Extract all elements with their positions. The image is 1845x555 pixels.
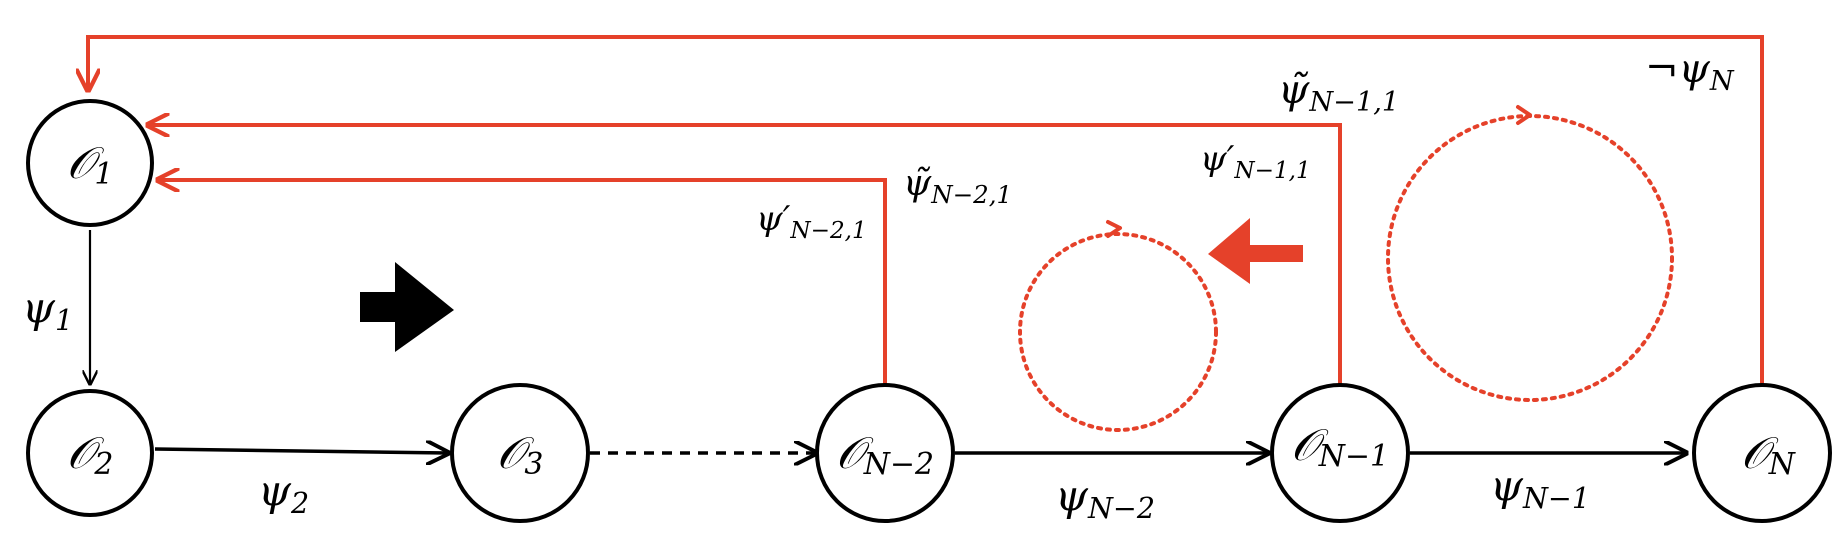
label-tilde-psi-n-minus-2-1: ψ̃N−2,1 — [903, 163, 1012, 209]
node-on1-sub: N−1 — [1318, 439, 1389, 474]
node-on2-sub: N−2 — [863, 447, 934, 482]
svg-text:𝒪1: 𝒪1 — [67, 138, 114, 192]
feedback-line-not-psi-n — [88, 35, 1764, 385]
loop-arrowhead-small — [1106, 220, 1122, 238]
svg-text:𝒪N: 𝒪N — [1741, 428, 1797, 482]
node-o2: 𝒪2 — [26, 389, 154, 517]
label-prime-psi-n-minus-2-1: ψ′N−2,1 — [756, 199, 867, 244]
node-on-sub: N — [1768, 447, 1797, 482]
label-psi-2: ψ2 — [258, 466, 309, 520]
label-psi-n-minus-2: ψN−2 — [1055, 471, 1155, 525]
loop-arrowhead-large — [1516, 105, 1532, 125]
feedback-line-n-minus-1 — [148, 125, 1342, 385]
loop-circle-small — [1018, 232, 1218, 432]
node-on-minus-1: 𝒪N−1 — [1270, 383, 1410, 523]
node-o3-sub: 3 — [524, 447, 543, 482]
loop-circle-large — [1386, 114, 1674, 402]
label-prime-psi-n-minus-1-1: ψ′N−1,1 — [1200, 139, 1311, 184]
label-not-psi-n: ¬ψN — [1645, 46, 1735, 97]
label-psi-1: ψ1 — [22, 283, 73, 337]
node-o1-sub: 1 — [94, 157, 113, 192]
node-on: 𝒪N — [1692, 383, 1832, 523]
node-o1: 𝒪1 — [26, 99, 154, 227]
svg-text:𝒪N−1: 𝒪N−1 — [1291, 420, 1389, 474]
feedback-line-n-minus-2 — [158, 180, 887, 385]
node-on-minus-2: 𝒪N−2 — [815, 383, 955, 523]
node-o3: 𝒪3 — [450, 383, 590, 523]
black-right-arrow-icon — [360, 262, 454, 352]
label-psi-n-minus-1: ψN−1 — [1490, 461, 1590, 515]
label-tilde-psi-n-minus-1-1: ψ̃N−1,1 — [1278, 67, 1399, 118]
edge-o2-o3 — [154, 449, 448, 453]
red-left-arrow-icon — [1208, 218, 1303, 284]
node-o2-sub: 2 — [93, 447, 113, 482]
